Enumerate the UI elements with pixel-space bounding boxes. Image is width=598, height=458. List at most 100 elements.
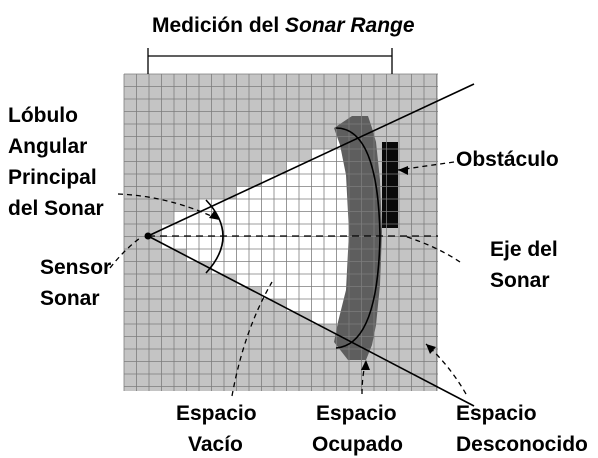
sensor-label-line2: Sonar <box>40 287 100 310</box>
empty-cell <box>324 299 337 312</box>
empty-cell <box>336 224 349 237</box>
empty-cell <box>299 224 312 237</box>
empty-cell <box>161 236 174 249</box>
empty-cell <box>299 286 312 299</box>
empty-cell <box>274 261 287 274</box>
empty-cell <box>299 236 312 249</box>
empty-cell <box>174 211 187 224</box>
empty-cell <box>286 236 299 249</box>
empty-cell <box>286 274 299 287</box>
empty-cell <box>336 236 349 249</box>
empty-cell <box>224 261 237 274</box>
empty-cell <box>299 261 312 274</box>
empty-cell <box>324 286 337 299</box>
empty-cell <box>336 274 349 287</box>
empty-cell <box>324 174 337 187</box>
empty-cell <box>236 199 249 212</box>
empty-cell <box>311 311 324 324</box>
ocupado-label-line2: Ocupado <box>312 433 403 456</box>
empty-cell <box>324 274 337 287</box>
empty-cell <box>211 236 224 249</box>
empty-cell <box>336 249 349 262</box>
empty-cell <box>174 224 187 237</box>
empty-cell <box>336 174 349 187</box>
empty-cell <box>224 224 237 237</box>
empty-cell <box>199 236 212 249</box>
empty-cell <box>324 211 337 224</box>
empty-cell <box>236 261 249 274</box>
empty-cell <box>249 261 262 274</box>
empty-cell <box>286 224 299 237</box>
empty-cell <box>336 199 349 212</box>
empty-cell <box>286 174 299 187</box>
empty-cell <box>274 199 287 212</box>
vacio-label-line1: Espacio <box>176 402 257 425</box>
empty-cell <box>311 161 324 174</box>
empty-cell <box>299 211 312 224</box>
empty-cell <box>311 249 324 262</box>
empty-cell <box>236 186 249 199</box>
empty-cell <box>336 186 349 199</box>
empty-cell <box>186 236 199 249</box>
empty-cell <box>311 211 324 224</box>
empty-cell <box>261 199 274 212</box>
empty-cell <box>336 261 349 274</box>
empty-cell <box>286 249 299 262</box>
sensor-label-line1: Sensor <box>40 256 111 279</box>
arrowhead-lobulo <box>209 211 220 220</box>
empty-cell <box>311 236 324 249</box>
cone-lower-edge <box>147 235 475 407</box>
empty-cell <box>249 186 262 199</box>
empty-cell <box>274 174 287 187</box>
empty-cell <box>324 236 337 249</box>
lobulo-label-line4: del Sonar <box>8 197 104 220</box>
empty-cell <box>274 186 287 199</box>
arrowhead-ocupado <box>361 360 370 370</box>
empty-cell <box>274 286 287 299</box>
empty-cell <box>324 186 337 199</box>
empty-cell <box>324 249 337 262</box>
empty-cell <box>336 211 349 224</box>
empty-cell <box>261 286 274 299</box>
desconocido-label-line1: Espacio <box>456 402 537 425</box>
empty-cell <box>274 211 287 224</box>
empty-cell <box>274 274 287 287</box>
empty-cell <box>286 211 299 224</box>
lobulo-label-line3: Principal <box>8 166 97 189</box>
empty-cell <box>311 186 324 199</box>
empty-cell <box>299 299 312 312</box>
vacio-label-line2: Vacío <box>188 433 243 456</box>
ocupado-label-line1: Espacio <box>316 402 397 425</box>
empty-cell <box>199 224 212 237</box>
empty-cell <box>286 261 299 274</box>
sensor-point <box>144 232 152 240</box>
empty-cell <box>274 249 287 262</box>
arrowhead-obstaculo <box>398 166 408 175</box>
empty-cell <box>324 161 337 174</box>
empty-cell <box>274 236 287 249</box>
obstacle-block <box>382 142 398 228</box>
empty-cell <box>249 249 262 262</box>
empty-cell <box>249 224 262 237</box>
empty-cell <box>324 261 337 274</box>
empty-cell <box>261 224 274 237</box>
lobulo-label-line2: Angular <box>8 135 87 158</box>
leader-sensor <box>109 237 141 269</box>
empty-cell <box>261 186 274 199</box>
empty-cell <box>186 211 199 224</box>
empty-cell <box>236 249 249 262</box>
leader-lobulo <box>117 193 221 221</box>
leader-eje <box>403 235 461 263</box>
empty-cell <box>261 236 274 249</box>
empty-cell <box>299 186 312 199</box>
empty-cell <box>174 236 187 249</box>
obstaculo-label: Obstáculo <box>456 148 559 171</box>
empty-cell <box>299 274 312 287</box>
empty-cell <box>324 311 337 324</box>
empty-cell <box>261 211 274 224</box>
empty-cell <box>199 249 212 262</box>
empty-cell <box>161 224 174 237</box>
empty-cell <box>249 236 262 249</box>
empty-cell <box>311 224 324 237</box>
